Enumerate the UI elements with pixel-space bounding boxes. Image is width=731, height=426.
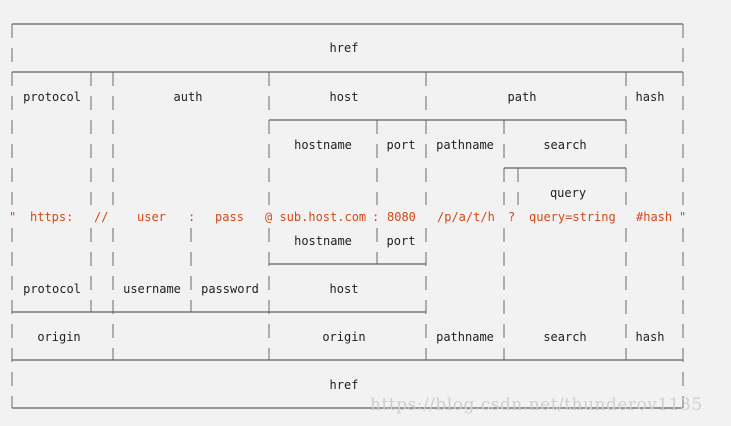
protocol-label: protocol [23, 90, 81, 104]
url-colon-auth: : [188, 210, 195, 224]
search-label: search [543, 138, 586, 152]
query-label: query [550, 186, 586, 200]
vertical-bars [11, 24, 684, 408]
href-bottom-label: href [330, 378, 359, 392]
url-quote-close: " [679, 210, 686, 224]
watermark: https://blog.csdn.net/thunderov1135 [370, 395, 703, 415]
url-query: query=string [529, 210, 616, 224]
auth-label: auth [174, 90, 203, 104]
lower-labels: hostname port protocol username password… [23, 234, 664, 392]
url-quote-open: " [9, 210, 16, 224]
url-host: @ sub.host.com [265, 210, 366, 224]
lower-hostname-label: hostname [294, 234, 352, 248]
hostname-label: hostname [294, 138, 352, 152]
url-colon-port: : [372, 210, 379, 224]
url-question-mark: ? [508, 210, 515, 224]
lower-pathname-label: pathname [436, 330, 494, 344]
origin-mid-label: origin [322, 330, 365, 344]
lower-search-label: search [543, 330, 586, 344]
url-scheme: https: [30, 210, 73, 224]
origin-left-label: origin [37, 330, 80, 344]
lower-host-label: host [330, 282, 359, 296]
url-pass: pass [215, 210, 244, 224]
url-port: 8080 [387, 210, 416, 224]
host-label: host [330, 90, 359, 104]
url-slashes: // [94, 210, 108, 224]
url-hash: #hash [636, 210, 672, 224]
href-top-label: href [330, 41, 359, 55]
lower-protocol-label: protocol [23, 282, 81, 296]
password-label: password [201, 282, 259, 296]
diagram-labels: href protocol auth host path hash hostna… [23, 41, 664, 200]
pathname-label: pathname [436, 138, 494, 152]
port-label: port [387, 138, 416, 152]
path-label: path [508, 90, 537, 104]
example-url: " https: // user : pass @ sub.host.com :… [9, 210, 686, 224]
lower-hash-label: hash [636, 330, 665, 344]
hash-label: hash [636, 90, 665, 104]
username-label: username [123, 282, 181, 296]
lower-port-label: port [387, 234, 416, 248]
horizontal-rules [12, 23, 683, 409]
url-path: /p/a/t/h [437, 210, 495, 224]
url-user: user [137, 210, 166, 224]
